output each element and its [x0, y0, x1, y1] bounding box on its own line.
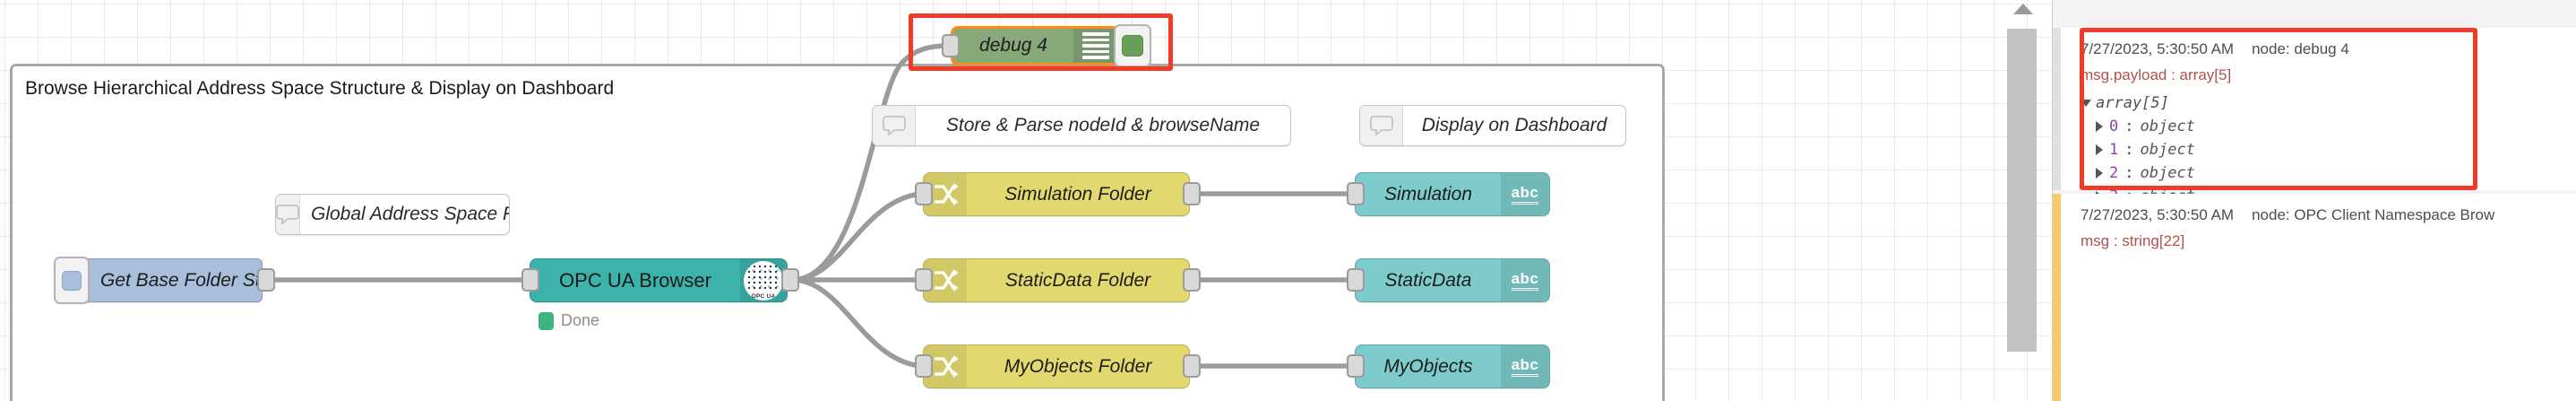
- comment-label: Global Address Space Folder Browse: [311, 204, 509, 224]
- debug-item-type: object: [2140, 164, 2195, 182]
- status-dot-icon: [538, 311, 554, 330]
- debug-item-colon: :: [2124, 141, 2134, 159]
- inject-output-port[interactable]: [257, 268, 275, 292]
- debug-message-entry[interactable]: 7/27/2023, 5:30:50 AM node: OPC Client Na…: [2053, 194, 2576, 401]
- debug-node-4[interactable]: debug 4: [951, 26, 1121, 65]
- dashboard-text-node-staticdata[interactable]: StaticData abc: [1355, 258, 1550, 302]
- comment-node-global-address-space[interactable]: Global Address Space Folder Browse: [275, 194, 510, 235]
- change-3-input-port[interactable]: [915, 354, 933, 378]
- debug-tree-item[interactable]: 1: object: [2096, 141, 2561, 159]
- caret-right-icon[interactable]: [2096, 144, 2103, 155]
- debug-message-topic: msg.payload : array[5]: [2081, 66, 2232, 83]
- debug-sidebar-panel[interactable]: 7/27/2023, 5:30:50 AM node: debug 4 msg.p…: [2052, 0, 2576, 401]
- debug-item-colon: :: [2124, 118, 2134, 135]
- dash-2-input-port[interactable]: [1347, 268, 1365, 292]
- inject-knob-icon: [62, 270, 82, 291]
- debug-timestamp: 7/27/2023, 5:30:50 AM: [2081, 40, 2235, 57]
- opcua-node-label: OPC UA Browser: [559, 268, 711, 292]
- debug-tree-item[interactable]: 2: object: [2096, 164, 2561, 182]
- comment-label: Store & Parse nodeId & browseName: [945, 115, 1261, 135]
- debug-item-type: object: [2140, 118, 2195, 135]
- comment-bubble-icon: [873, 106, 916, 145]
- debug-tree-root[interactable]: array[5]: [2081, 94, 2561, 112]
- change-2-input-port[interactable]: [915, 268, 933, 292]
- debug-item-type: object: [2140, 141, 2195, 159]
- change-node-simulation-folder[interactable]: Simulation Folder: [923, 172, 1190, 216]
- dashboard-text-node-simulation[interactable]: Simulation abc: [1355, 172, 1550, 216]
- opcua-browser-node[interactable]: OPC UA Browser OPC UA: [530, 258, 788, 302]
- comment-bubble-icon: [276, 195, 300, 234]
- change-node-myobjects-folder[interactable]: MyObjects Folder: [923, 344, 1190, 388]
- caret-right-icon[interactable]: [2096, 168, 2103, 179]
- debug-enable-toggle-button[interactable]: [1114, 24, 1151, 67]
- debug-message-topic: msg : string[22]: [2081, 232, 2185, 249]
- debug-timestamp: 7/27/2023, 5:30:50 AM: [2081, 206, 2235, 223]
- change-2-output-port[interactable]: [1183, 268, 1201, 292]
- abc-text-icon: abc: [1501, 345, 1549, 388]
- change-node-label: MyObjects Folder: [1004, 355, 1152, 377]
- debug-message-header: 7/27/2023, 5:30:50 AM node: debug 4: [2081, 40, 2561, 58]
- flow-canvas[interactable]: Browse Hierarchical Address Space Struct…: [0, 0, 2052, 401]
- sidebar-scroll-up-arrow-icon[interactable]: [2013, 4, 2033, 14]
- opcua-input-port[interactable]: [521, 268, 539, 292]
- change-node-label: StaticData Folder: [1004, 269, 1151, 291]
- dashboard-node-label: MyObjects: [1383, 355, 1473, 377]
- debug-tree-item[interactable]: 0: object: [2096, 118, 2561, 135]
- debug-input-port[interactable]: [942, 34, 960, 57]
- change-node-staticdata-folder[interactable]: StaticData Folder: [923, 258, 1190, 302]
- caret-right-icon[interactable]: [2096, 121, 2103, 132]
- flow-group-label: Browse Hierarchical Address Space Struct…: [25, 78, 615, 99]
- abc-text-icon: abc: [1501, 259, 1549, 301]
- opc-ua-logo-icon: OPC UA: [740, 259, 787, 301]
- opcua-output-port[interactable]: [781, 268, 799, 292]
- dash-3-input-port[interactable]: [1347, 354, 1365, 378]
- caret-down-icon[interactable]: [2081, 100, 2091, 107]
- debug-message-header: 7/27/2023, 5:30:50 AM node: OPC Client Na…: [2081, 206, 2561, 224]
- inject-node-get-base-folder-structure[interactable]: Get Base Folder Structure ¹: [65, 258, 263, 302]
- change-3-output-port[interactable]: [1183, 354, 1201, 378]
- opcua-node-status: Done: [538, 311, 599, 330]
- debug-item-key: 0: [2109, 118, 2119, 135]
- debug-item-key: 1: [2109, 141, 2119, 159]
- abc-glyph: abc: [1511, 271, 1539, 291]
- change-1-output-port[interactable]: [1183, 182, 1201, 205]
- change-1-input-port[interactable]: [915, 182, 933, 205]
- debug-item-colon: :: [2124, 164, 2134, 182]
- debug-toggle-knob-icon: [1122, 35, 1143, 57]
- change-swap-icon: [924, 173, 967, 215]
- debug-node-ref: node: OPC Client Namespace Brow: [2252, 206, 2495, 223]
- dashboard-text-node-myobjects[interactable]: MyObjects abc: [1355, 344, 1550, 388]
- sidebar-scrollbar-thumb[interactable]: [2007, 29, 2037, 352]
- change-node-label: Simulation Folder: [1004, 183, 1151, 205]
- comment-node-store-parse[interactable]: Store & Parse nodeId & browseName: [872, 105, 1291, 146]
- dash-1-input-port[interactable]: [1347, 182, 1365, 205]
- abc-text-icon: abc: [1501, 173, 1549, 215]
- abc-glyph: abc: [1511, 185, 1539, 205]
- abc-glyph: abc: [1511, 357, 1539, 377]
- inject-node-label: Get Base Folder Structure ¹: [100, 269, 262, 291]
- debug-message-entry[interactable]: 7/27/2023, 5:30:50 AM node: debug 4 msg.p…: [2053, 28, 2576, 229]
- debug-item-key: 2: [2109, 164, 2119, 182]
- debug-node-ref: node: debug 4: [2252, 40, 2349, 57]
- status-text: Done: [561, 311, 600, 329]
- comment-node-display-dashboard[interactable]: Display on Dashboard: [1359, 105, 1626, 146]
- comment-label: Display on Dashboard: [1421, 115, 1607, 135]
- dashboard-node-label: Simulation: [1383, 183, 1473, 205]
- dashboard-node-label: StaticData: [1384, 269, 1472, 291]
- inject-trigger-button[interactable]: [54, 257, 90, 304]
- debug-lines-icon: [1073, 29, 1118, 63]
- debug-root-label: array[5]: [2096, 94, 2169, 112]
- comment-bubble-icon: [1360, 106, 1403, 145]
- debug-node-label: debug 4: [979, 35, 1047, 56]
